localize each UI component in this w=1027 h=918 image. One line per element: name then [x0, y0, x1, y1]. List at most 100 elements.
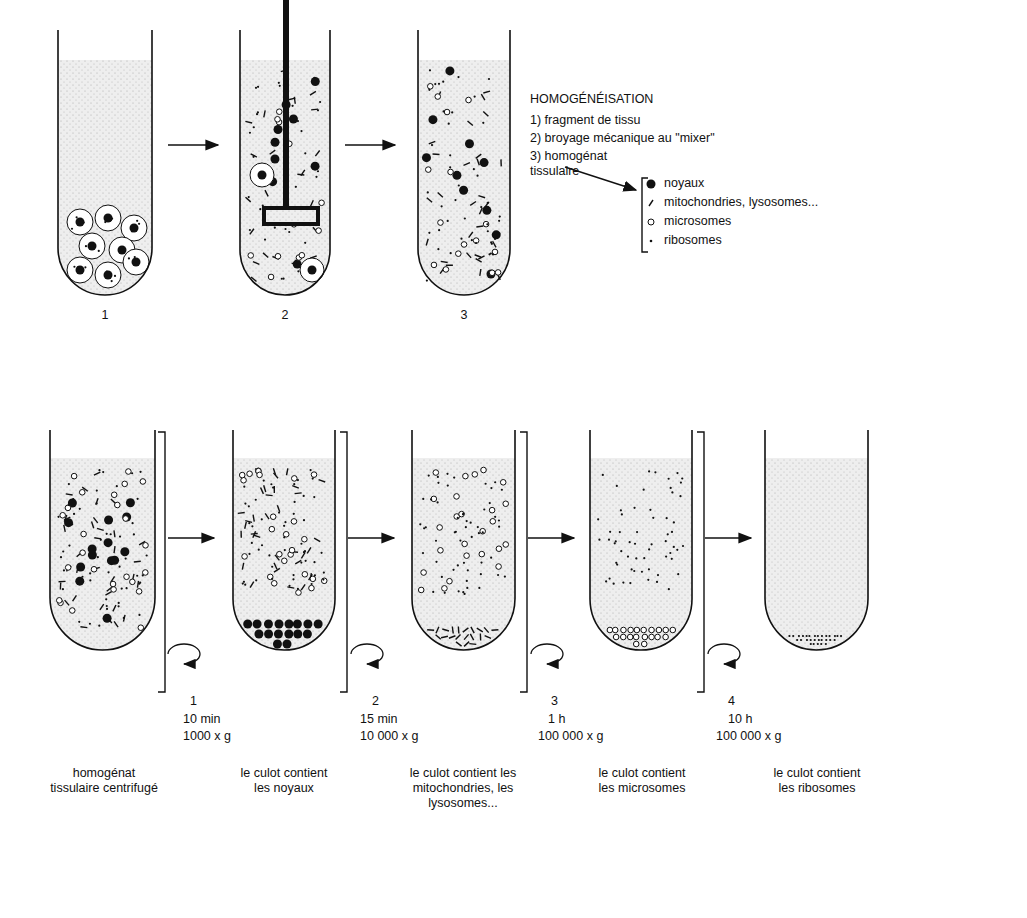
- ribosome: [419, 523, 421, 525]
- ribosome: [251, 525, 253, 527]
- ribosome: [317, 109, 319, 111]
- ribosome: [648, 548, 650, 550]
- ribosome: [291, 105, 293, 107]
- ribosome: [679, 495, 681, 497]
- microsome: [438, 220, 444, 226]
- mitochondrion: [493, 241, 496, 247]
- ribosome: [243, 581, 245, 583]
- ribosome: [820, 643, 822, 645]
- ribosome: [134, 256, 136, 258]
- ribosome: [257, 86, 259, 88]
- mitochondrion: [297, 174, 304, 176]
- ribosome: [294, 501, 296, 503]
- ribosome: [268, 554, 270, 556]
- annotation: 10 h: [728, 712, 752, 727]
- microsome: [110, 581, 116, 587]
- ribosome: [77, 266, 79, 268]
- test-tube: [50, 430, 155, 650]
- microsome: [448, 169, 454, 175]
- ribosome: [106, 605, 108, 607]
- rotation-arrow: [168, 644, 200, 664]
- ribosome: [83, 221, 85, 223]
- legend-text: noyaux: [664, 176, 704, 190]
- mitochondrion: [476, 154, 482, 158]
- ribosome: [466, 587, 468, 589]
- microsome: [464, 553, 470, 559]
- mitochondrion: [491, 629, 498, 631]
- ribosome: [647, 579, 649, 581]
- annotation: le culot contient les mitochondries, les…: [398, 766, 528, 811]
- ribosome: [96, 489, 98, 491]
- ribosome: [283, 525, 285, 527]
- ribosome: [292, 574, 294, 576]
- ribosome: [81, 576, 83, 578]
- ribosome: [665, 556, 667, 558]
- ribosome: [435, 561, 437, 563]
- ribosome: [315, 176, 317, 178]
- ribosome: [458, 590, 460, 592]
- ribosome: [462, 512, 464, 514]
- annotation: 2: [372, 694, 379, 709]
- ribosome: [676, 472, 678, 474]
- annotation: 1: [190, 694, 197, 709]
- mitochondrion: [464, 634, 469, 639]
- mitochondrion: [265, 513, 269, 519]
- ribosome: [633, 570, 635, 572]
- mitochondrion: [315, 151, 319, 157]
- ribosome: [293, 483, 295, 485]
- ribosome: [657, 574, 659, 576]
- ribosome: [136, 220, 138, 222]
- ribosome: [458, 184, 460, 186]
- mitochondrion: [113, 530, 115, 537]
- ribosome: [261, 544, 263, 546]
- ribosome: [259, 208, 261, 210]
- mitochondrion: [114, 621, 118, 627]
- mitochondrion: [485, 202, 489, 208]
- supernatant: [50, 458, 155, 650]
- ribosome: [104, 221, 106, 223]
- annotation: le culot contient les noyaux: [239, 766, 329, 796]
- ribosome: [428, 232, 430, 234]
- ribosome: [272, 486, 274, 488]
- nucleus: [132, 258, 141, 267]
- ribosome: [139, 471, 141, 473]
- ribosome: [249, 132, 251, 134]
- ribosome: [142, 574, 144, 576]
- nucleus: [303, 620, 312, 629]
- microsome: [628, 627, 634, 633]
- mitochondrion: [96, 498, 98, 505]
- ribosome: [255, 579, 257, 581]
- ribosome: [110, 219, 112, 221]
- ribosome: [673, 521, 675, 523]
- annotation: 1000 x g: [183, 729, 231, 744]
- ribosome: [304, 242, 306, 244]
- ribosome: [671, 558, 673, 560]
- microsome: [270, 514, 276, 520]
- ribosome: [62, 550, 64, 552]
- mitochondrion: [245, 522, 247, 529]
- microsome: [65, 505, 71, 511]
- mitochondrion: [476, 225, 483, 227]
- ribosome: [313, 77, 315, 79]
- ribosome: [649, 509, 651, 511]
- rotation-arrow: [351, 644, 383, 664]
- microsome: [111, 492, 117, 498]
- ribosome: [480, 573, 482, 575]
- mitochondrion: [433, 153, 440, 155]
- microsome: [136, 589, 142, 595]
- ribosome: [486, 223, 488, 225]
- mitochondrion: [470, 202, 476, 206]
- ribosome: [249, 229, 251, 231]
- test-tube: [233, 430, 335, 650]
- nucleus: [445, 66, 454, 75]
- mitochondrion: [500, 159, 502, 166]
- ribosome: [490, 487, 492, 489]
- legend-item: microsomes: [664, 214, 731, 229]
- microsome: [421, 570, 427, 576]
- mitochondrion: [253, 531, 256, 537]
- mitochondrion: [438, 193, 443, 198]
- microsome: [122, 481, 128, 487]
- nucleus: [122, 512, 131, 521]
- nucleus: [459, 186, 468, 195]
- ribosome: [796, 639, 798, 641]
